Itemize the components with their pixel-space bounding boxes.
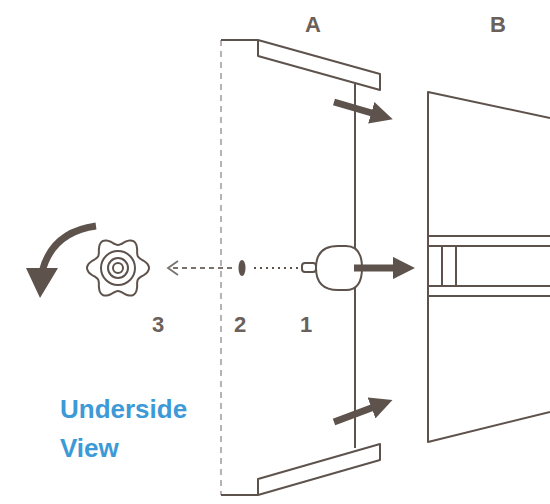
insert-line bbox=[254, 267, 300, 269]
bolt bbox=[302, 246, 362, 290]
view-caption: Underside View bbox=[60, 390, 225, 468]
part-label: 1 bbox=[300, 314, 312, 336]
part-label: 2 bbox=[234, 314, 246, 336]
motion-arrows bbox=[334, 102, 404, 422]
panel-b bbox=[428, 92, 550, 442]
insert-arrow bbox=[168, 261, 232, 275]
rotation-arrow bbox=[26, 226, 96, 298]
star-knob bbox=[87, 240, 149, 295]
part-label: 3 bbox=[152, 314, 164, 336]
washer bbox=[239, 260, 246, 276]
part-label: B bbox=[490, 14, 506, 36]
part-label: A bbox=[305, 14, 321, 36]
